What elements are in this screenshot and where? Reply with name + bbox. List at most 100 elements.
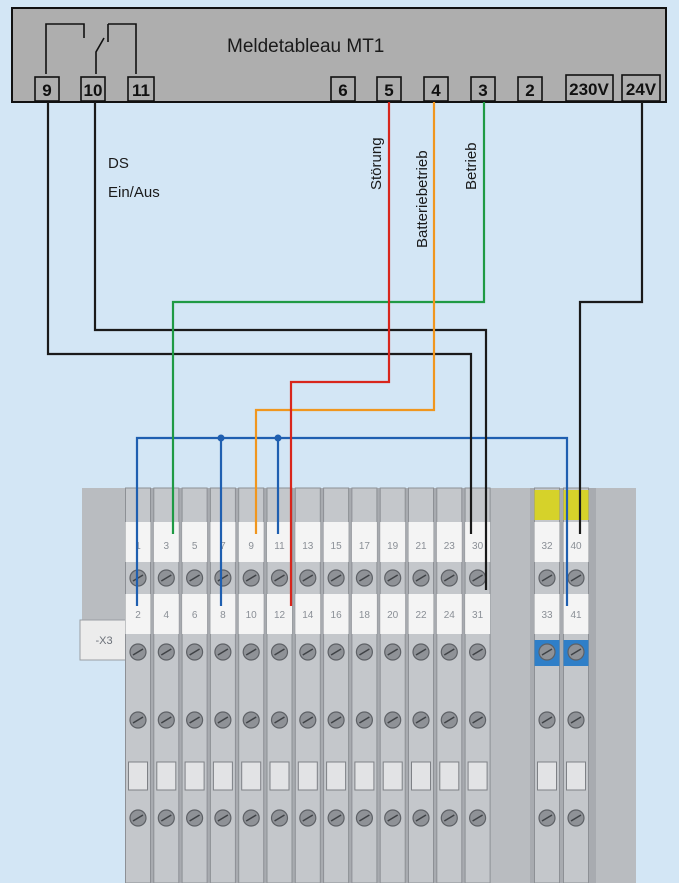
junction-dot <box>217 434 225 442</box>
terminal-bottom-label-area <box>267 594 292 634</box>
screw-slot <box>387 574 399 582</box>
tb-num-bottom-31: 31 <box>472 610 484 621</box>
terminal-top-label-area <box>295 522 321 562</box>
terminal-bottom-label-area <box>323 594 349 634</box>
tb-num-top-23: 23 <box>444 541 456 552</box>
terminal-box-2 <box>517 76 543 102</box>
tb-num-top-13: 13 <box>302 541 314 552</box>
screw-slot <box>245 648 257 656</box>
terminal-box-4 <box>423 76 449 102</box>
terminal-test-socket <box>537 761 557 791</box>
screw-slot <box>189 574 200 582</box>
tb-num-bottom-6: 6 <box>192 610 198 621</box>
terminal-test-socket <box>156 761 177 791</box>
tb-num-top-9: 9 <box>248 541 254 552</box>
screw-slot <box>160 648 172 656</box>
screw-slot <box>189 648 200 656</box>
panel-terminals <box>34 74 661 102</box>
screw-slot <box>274 814 285 822</box>
terminal-box-230v <box>565 74 614 102</box>
terminal-test-socket <box>382 761 403 791</box>
screw-slot <box>570 716 582 724</box>
terminal-top-label-area <box>267 522 292 562</box>
screw-slot <box>415 648 427 656</box>
terminal-top-label-area <box>380 522 406 562</box>
screw-slot <box>443 648 455 656</box>
screw-slot <box>472 648 483 656</box>
wires <box>46 102 644 606</box>
screw-slot <box>472 814 483 822</box>
wire-labels: DS Ein/Aus Störung Batteriebetrieb Betri… <box>108 137 480 248</box>
terminal-test-socket <box>566 761 586 791</box>
terminal-test-socket <box>269 761 290 791</box>
screw-slot <box>570 574 582 582</box>
screw-slot <box>132 814 144 822</box>
screw-slot <box>160 574 172 582</box>
screw-slot <box>245 814 257 822</box>
tb-num-bottom-2: 2 <box>135 610 141 621</box>
screw-slot <box>443 716 455 724</box>
screw-slot <box>541 648 553 656</box>
terminal-block: -X3 1 3 5 7 9 11 13 15 17 19 21 23 30 32… <box>79 487 636 883</box>
screw-slot <box>443 574 455 582</box>
terminal-test-socket <box>439 761 460 791</box>
screw-slot <box>330 648 342 656</box>
wire-black-24v-to-40 <box>578 102 644 534</box>
screw-slot <box>359 574 370 582</box>
wire-black-9-to-30 <box>46 102 473 534</box>
screw-slot <box>387 716 399 724</box>
tb-num-top-3: 3 <box>164 541 170 552</box>
terminal-label-230v: 230V <box>569 80 609 99</box>
terminal-label-10: 10 <box>84 81 103 100</box>
terminal-label-11: 11 <box>132 81 150 100</box>
tb-num-bottom-4: 4 <box>164 610 170 621</box>
terminal-test-socket <box>354 761 375 791</box>
terminal-label-6: 6 <box>338 81 347 100</box>
screw-slot <box>160 716 172 724</box>
terminal-test-socket <box>241 761 262 791</box>
tb-num-top-5: 5 <box>192 541 198 552</box>
terminal-test-socket <box>184 761 205 791</box>
screw-slot <box>570 814 582 822</box>
batteriebetrieb-label: Batteriebetrieb <box>414 150 431 248</box>
terminal-bottom-label-area <box>210 594 236 634</box>
screw-slot <box>274 648 285 656</box>
terminal-box-24v <box>621 74 661 102</box>
wire-orange-batteriebetrieb <box>254 102 436 534</box>
terminal-label-5: 5 <box>384 81 393 100</box>
screw-slot <box>274 574 285 582</box>
screw-slot <box>330 574 342 582</box>
screw-slot <box>245 574 257 582</box>
tb-num-top-7: 7 <box>220 541 226 552</box>
terminal-bottom-label-area <box>351 594 377 634</box>
terminal-bottom-label-area <box>153 594 179 634</box>
screw-slot <box>302 814 314 822</box>
terminal-box-9 <box>34 76 60 102</box>
wire-black-10-to-31 <box>93 102 488 590</box>
rail-end-left <box>82 488 128 626</box>
screw-slot <box>217 716 229 724</box>
terminal-earth-cap <box>534 490 560 520</box>
screw-slot <box>541 716 553 724</box>
terminal-label-4: 4 <box>431 81 441 100</box>
screw-slot <box>387 814 399 822</box>
tb-num-top-19: 19 <box>387 541 399 552</box>
terminal-bottom-label-area <box>534 594 560 634</box>
tb-num-bottom-41: 41 <box>570 610 582 621</box>
terminal-top-label-area <box>351 522 377 562</box>
stoerung-label: Störung <box>368 137 385 190</box>
terminal-test-socket <box>326 761 347 791</box>
tb-num-top-21: 21 <box>415 541 427 552</box>
tb-num-top-1: 1 <box>135 541 141 552</box>
wire-green-betrieb <box>171 102 486 534</box>
ein-aus-label: Ein/Aus <box>108 184 160 201</box>
screw-slot <box>472 574 483 582</box>
terminal-label-2: 2 <box>525 81 534 100</box>
rail-gap <box>490 488 530 883</box>
terminal-numbers: 1 3 5 7 9 11 13 15 17 19 21 23 30 32 40 … <box>135 541 582 621</box>
screw-slot <box>443 814 455 822</box>
tb-num-bottom-22: 22 <box>415 610 427 621</box>
terminal-box-10 <box>80 76 106 102</box>
terminal-bottom-label-area <box>238 594 264 634</box>
